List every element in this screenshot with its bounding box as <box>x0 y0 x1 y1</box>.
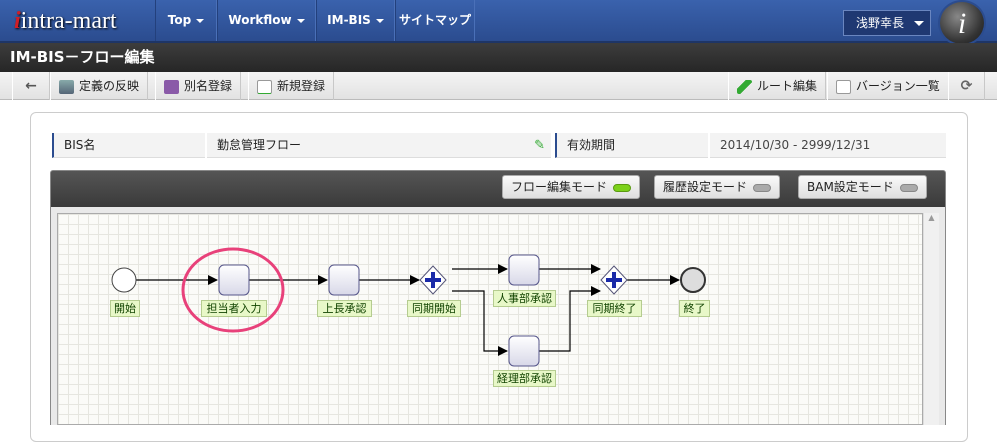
history-setting-mode-button[interactable]: 履歴設定モード <box>654 175 781 199</box>
user-dropdown[interactable]: 浅野幸長 <box>843 10 931 36</box>
back-button[interactable]: ← <box>12 72 50 100</box>
menu-im-bis[interactable]: IM-BIS <box>316 0 395 41</box>
period-value: 2014/10/30 - 2999/12/31 <box>710 133 946 158</box>
scroll-up-icon[interactable]: ▲ <box>928 213 935 222</box>
menu-sitemap[interactable]: サイトマップ <box>395 0 475 41</box>
edit-pencil-icon[interactable]: ✎ <box>534 138 545 153</box>
active-indicator-icon <box>613 183 632 192</box>
refresh-button[interactable]: ⟳ <box>948 72 985 100</box>
node-label-task: 経理部承認 <box>493 370 556 387</box>
flow-edit-mode-button[interactable]: フロー編集モード <box>502 175 641 199</box>
save-edit-icon <box>164 79 179 94</box>
top-navigation: iintra-mart Top Workflow IM-BIS サイトマップ 浅… <box>0 0 997 46</box>
pencil-icon <box>737 79 752 94</box>
bis-name-label: BIS名 <box>52 133 205 158</box>
route-edit-button[interactable]: ルート編集 <box>728 72 827 100</box>
new-register-button[interactable]: 新規登録 <box>248 72 335 100</box>
start-event-icon[interactable] <box>111 267 137 293</box>
menu-workflow[interactable]: Workflow <box>217 0 316 41</box>
button-label: バージョン一覧 <box>856 79 940 93</box>
period-label: 有効期間 <box>555 133 708 158</box>
node-label-start: 開始 <box>110 300 140 317</box>
mode-label: 履歴設定モード <box>663 180 748 194</box>
flow-diagram <box>111 247 706 367</box>
task-node-icon[interactable] <box>328 264 360 296</box>
end-event-icon[interactable] <box>680 267 706 293</box>
node-label-task: 上長承認 <box>317 300 372 317</box>
bis-name-field[interactable]: 勤怠管理フロー ✎ <box>207 133 551 158</box>
node-label-task: 担当者入力 <box>201 300 267 317</box>
flow-canvas[interactable] <box>57 213 923 425</box>
node-label-task: 人事部承認 <box>493 290 556 307</box>
caret-down-icon <box>196 18 205 23</box>
button-label: 定義の反映 <box>79 79 140 93</box>
bis-name-value: 勤怠管理フロー <box>217 138 302 152</box>
task-node-icon[interactable] <box>508 335 540 367</box>
intra-mart-badge-icon[interactable]: i <box>938 0 986 46</box>
mode-label: フロー編集モード <box>511 180 608 194</box>
parallel-gateway-icon[interactable] <box>419 265 447 295</box>
user-name: 浅野幸長 <box>856 16 905 30</box>
menu-label: IM-BIS <box>327 13 371 27</box>
logo-text: intra-mart <box>20 8 117 34</box>
back-arrow-icon: ← <box>25 78 37 94</box>
flow-edge[interactable] <box>539 286 601 352</box>
list-icon <box>836 79 851 94</box>
page-title: IM-BIS－フロー編集 <box>0 43 997 72</box>
vertical-scrollbar[interactable]: ▲ <box>923 213 939 425</box>
menu-label: Top <box>167 13 192 27</box>
inactive-indicator-icon <box>899 183 918 192</box>
menu-label: サイトマップ <box>398 13 471 27</box>
refresh-icon: ⟳ <box>960 78 973 94</box>
new-document-icon <box>257 79 272 94</box>
button-label: 別名登録 <box>184 79 233 93</box>
button-label: 新規登録 <box>277 79 326 93</box>
database-icon <box>59 79 74 94</box>
button-label: ルート編集 <box>757 79 818 93</box>
menu-label: Workflow <box>228 13 292 27</box>
apply-definition-button[interactable]: 定義の反映 <box>50 72 149 100</box>
mode-label: BAM設定モード <box>807 180 894 194</box>
caret-down-icon <box>296 18 305 23</box>
node-label-gateway: 同期終了 <box>587 300 642 317</box>
alias-register-button[interactable]: 別名登録 <box>155 72 242 100</box>
version-list-button[interactable]: バージョン一覧 <box>827 72 949 100</box>
highlight-circle <box>181 247 285 333</box>
inactive-indicator-icon <box>753 183 772 192</box>
bam-setting-mode-button[interactable]: BAM設定モード <box>798 175 927 199</box>
parallel-gateway-icon[interactable] <box>600 265 628 295</box>
caret-down-icon <box>375 18 384 23</box>
task-node-icon[interactable] <box>218 264 250 296</box>
node-label-end: 終了 <box>679 300 710 317</box>
menu-top[interactable]: Top <box>155 0 217 41</box>
intra-mart-logo[interactable]: iintra-mart <box>14 8 117 34</box>
flow-edge[interactable] <box>452 290 508 356</box>
toolbar: ← 定義の反映 別名登録 新規登録 ルート編集 バージョン一覧 ⟳ <box>0 72 997 100</box>
task-node-icon[interactable] <box>508 254 540 286</box>
caret-down-icon <box>914 21 925 26</box>
node-label-gateway: 同期開始 <box>407 300 461 317</box>
